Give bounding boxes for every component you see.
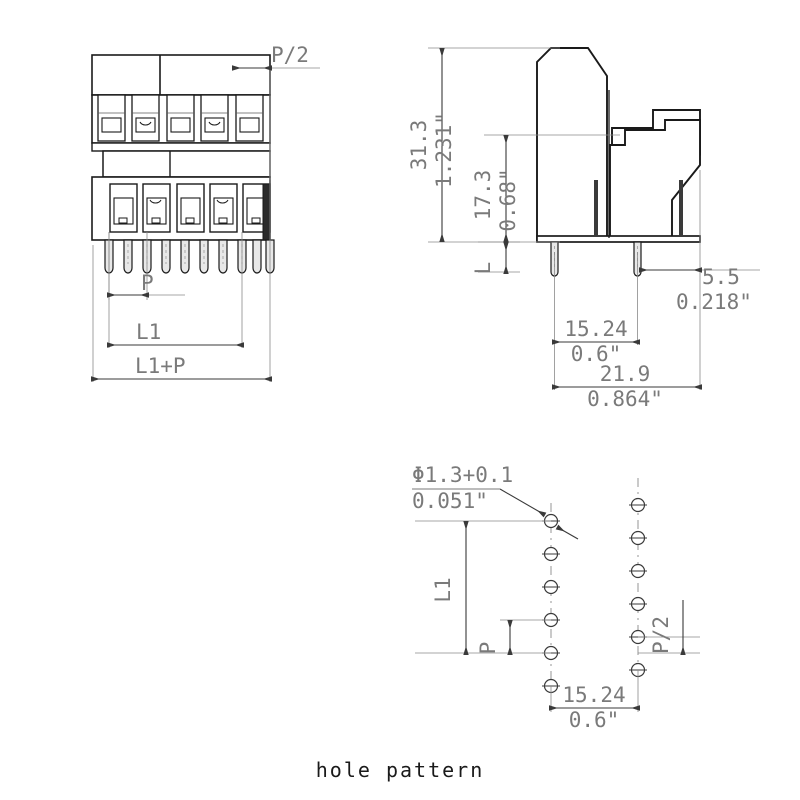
p-half-label: P/2 (271, 43, 309, 67)
mid-housing-band (91, 142, 271, 178)
side-base-plate (536, 235, 701, 243)
side-elevation-view: 31.3 1.231" 17.3 0.68" L 15.24 0.6" 21.9… (407, 47, 760, 411)
hole-diameter-callout: Φ1.3+0.1 0.051" (412, 463, 579, 540)
lower-terminal-row (91, 176, 271, 241)
hole-column-pitch-dimension: 15.24 0.6" (549, 670, 640, 732)
pin-pitch-imperial: 0.6" (571, 342, 622, 366)
l1-plus-p-label: L1+P (135, 354, 186, 378)
side-extension-lines (428, 47, 760, 390)
hole-p-label: P (476, 642, 500, 655)
pin-length-dimension: L (471, 242, 509, 275)
body-depth-metric: 21.9 (600, 362, 651, 386)
hole-pattern-view: Φ1.3+0.1 0.051" L1 P P/2 15.2 (412, 463, 700, 732)
pin-pitch-dimension: 15.24 0.6" (552, 317, 640, 366)
edge-offset-metric: 5.5 (702, 265, 740, 289)
hole-p-half-label: P/2 (649, 616, 673, 654)
hole-l1-dimension: L1 (415, 520, 551, 655)
front-elevation-view: P/2 P L1 L1+P (91, 43, 320, 382)
edge-offset-dimension: 5.5 0.218" (639, 265, 752, 314)
p-label: P (141, 271, 154, 295)
p-half-dimension: P/2 (232, 43, 320, 180)
hole-p-dimension: P (476, 619, 551, 655)
hole-column-pitch-imperial: 0.6" (569, 708, 620, 732)
pin-length-label: L (471, 262, 495, 275)
pin-pitch-metric: 15.24 (564, 317, 627, 341)
l1-plus-p-dimension: L1+P (91, 354, 272, 382)
body-depth-dimension: 21.9 0.864" (552, 362, 702, 411)
hole-centerlines (550, 478, 639, 690)
hole-p-half-dimension: P/2 (638, 600, 700, 655)
hole-pattern-caption: hole pattern (315, 758, 485, 782)
edge-offset-imperial: 0.218" (676, 290, 752, 314)
height-step-dimension: 17.3 0.68" (471, 135, 520, 242)
hole-diameter-metric: Φ1.3+0.1 (412, 463, 513, 487)
hole-diameter-imperial: 0.051" (412, 489, 488, 513)
body-depth-imperial: 0.864" (587, 387, 663, 411)
side-rail (262, 183, 271, 241)
pin-array (104, 239, 275, 274)
upper-terminal-row (91, 94, 271, 144)
hole-column-pitch-metric: 15.24 (562, 683, 625, 707)
side-pin-array (550, 241, 642, 277)
height-total-dimension: 31.3 1.231" (407, 48, 456, 242)
height-step-metric: 17.3 (471, 170, 495, 221)
side-slot-details (594, 90, 683, 238)
hole-l1-label: L1 (431, 577, 455, 602)
upper-housing-block (91, 54, 271, 96)
height-step-imperial-value: 0.68" (496, 168, 520, 231)
height-total-imperial: 1.231" (432, 112, 456, 188)
p-dimension: P (107, 271, 185, 298)
l1-dimension: L1 (107, 320, 244, 348)
height-total-metric: 31.3 (407, 120, 431, 171)
l1-label: L1 (136, 320, 161, 344)
